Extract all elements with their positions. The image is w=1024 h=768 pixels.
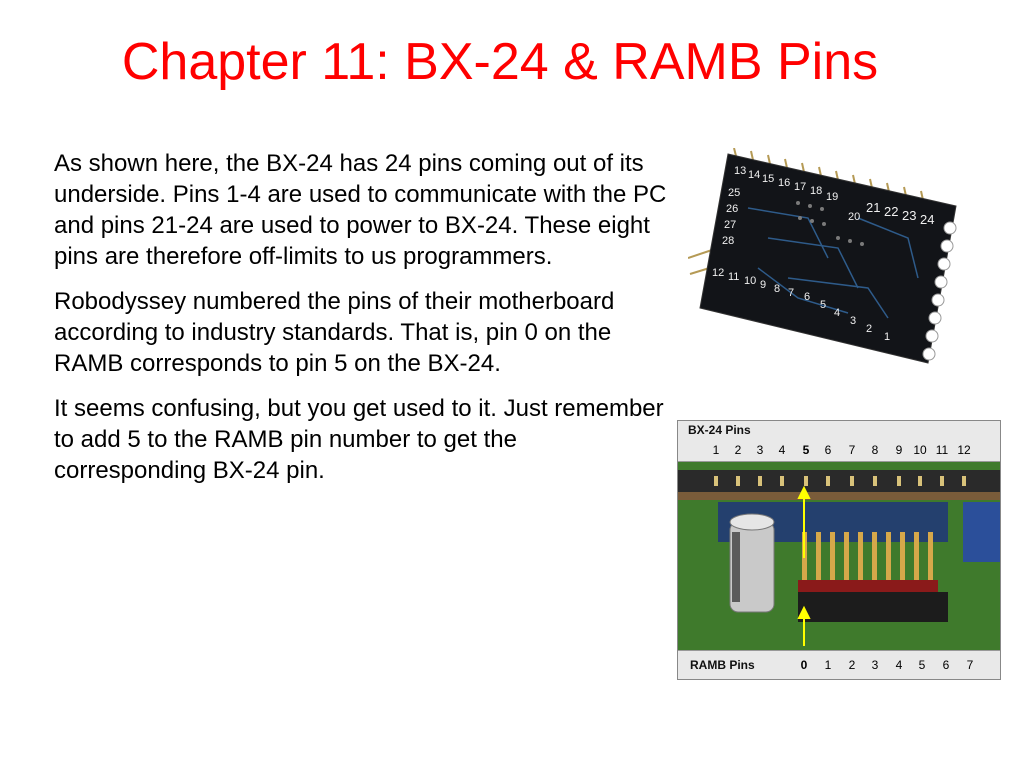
- body-text: As shown here, the BX-24 has 24 pins com…: [54, 148, 674, 500]
- slide-title: Chapter 11: BX-24 & RAMB Pins: [121, 33, 879, 91]
- chip-pin-label: 26: [726, 203, 738, 215]
- chip-pin-label: 5: [820, 299, 826, 311]
- ramb-pin-number: 2: [848, 658, 856, 672]
- pin-mapping-photo: BX-24 Pins 1 2 3 4 5 6 7 8 9 10 11 12: [677, 420, 1001, 680]
- ramb-pin-number: 4: [895, 658, 903, 672]
- chip-pin-label: 18: [810, 185, 822, 197]
- ramb-pins-label: RAMB Pins: [690, 658, 755, 672]
- chip-pin-label: 11: [728, 271, 739, 283]
- ramb-pin-number: 3: [871, 658, 879, 672]
- chip-pin-label: 23: [902, 208, 916, 223]
- ramb-pin-number: 0: [800, 658, 808, 672]
- chip-pin-label: 20: [848, 211, 860, 223]
- chip-pin-label: 22: [884, 204, 898, 219]
- bx24-chip-photo: 13 14 15 16 17 18 19 20 21 22 23 24 25 2…: [687, 147, 988, 373]
- chip-pin-label: 19: [826, 191, 838, 203]
- bx24-chip-illustration: 13 14 15 16 17 18 19 20 21 22 23 24 25 2…: [687, 147, 957, 364]
- board-illustration: [678, 462, 1000, 650]
- chip-pin-label: 3: [850, 315, 856, 327]
- chip-pin-label: 9: [760, 279, 766, 291]
- ramb-pins-footer: RAMB Pins 0 1 2 3 4 5 6 7: [678, 650, 1000, 679]
- chip-pin-label: 2: [866, 323, 872, 335]
- chip-pin-label: 10: [744, 275, 756, 287]
- chip-pin-label: 27: [724, 219, 736, 231]
- chip-pin-label: 4: [834, 307, 840, 319]
- bx24-pin-number: 9: [895, 443, 903, 457]
- bx24-pin-number: 8: [871, 443, 879, 457]
- chip-pin-label: 21: [866, 200, 880, 215]
- bx24-pin-number: 1: [712, 443, 720, 457]
- bx24-pin-number: 2: [734, 443, 742, 457]
- chip-pin-label: 8: [774, 283, 780, 295]
- ramb-pin-number: 7: [966, 658, 974, 672]
- chip-pin-label: 28: [722, 235, 734, 247]
- bx24-pin-number: 7: [848, 443, 856, 457]
- ramb-pin-number: 6: [942, 658, 950, 672]
- bx24-pins-label: BX-24 Pins: [688, 423, 751, 437]
- bx24-pin-number: 10: [913, 443, 927, 457]
- chip-pin-label: 24: [920, 212, 934, 227]
- chip-pin-label: 13: [734, 165, 746, 177]
- chip-pin-label: 1: [884, 331, 890, 343]
- bx24-pins-header: BX-24 Pins 1 2 3 4 5 6 7 8 9 10 11 12: [678, 421, 1000, 462]
- bx24-pin-number: 5: [802, 443, 810, 457]
- chip-pin-label: 6: [804, 291, 810, 303]
- paragraph-pins-overview: As shown here, the BX-24 has 24 pins com…: [54, 150, 667, 270]
- paragraph-add-five: It seems confusing, but you get used to …: [54, 395, 664, 484]
- chip-pin-label: 25: [728, 187, 740, 199]
- chip-pin-label: 12: [712, 267, 724, 279]
- chip-pin-label: 16: [778, 177, 790, 189]
- bx24-pin-number: 11: [935, 443, 949, 457]
- chip-pin-label: 7: [788, 287, 794, 299]
- paragraph-numbering: Robodyssey numbered the pins of their mo…: [54, 288, 615, 377]
- bx24-pin-number: 3: [756, 443, 764, 457]
- bx24-pin-number: 4: [778, 443, 786, 457]
- bx24-pin-number: 6: [824, 443, 832, 457]
- chip-pin-label: 14: [748, 169, 760, 181]
- ramb-pin-number: 5: [918, 658, 926, 672]
- chip-pin-label: 15: [762, 173, 774, 185]
- chip-pin-label: 17: [794, 181, 806, 193]
- ramb-pin-number: 1: [824, 658, 832, 672]
- bx24-pin-number: 12: [957, 443, 971, 457]
